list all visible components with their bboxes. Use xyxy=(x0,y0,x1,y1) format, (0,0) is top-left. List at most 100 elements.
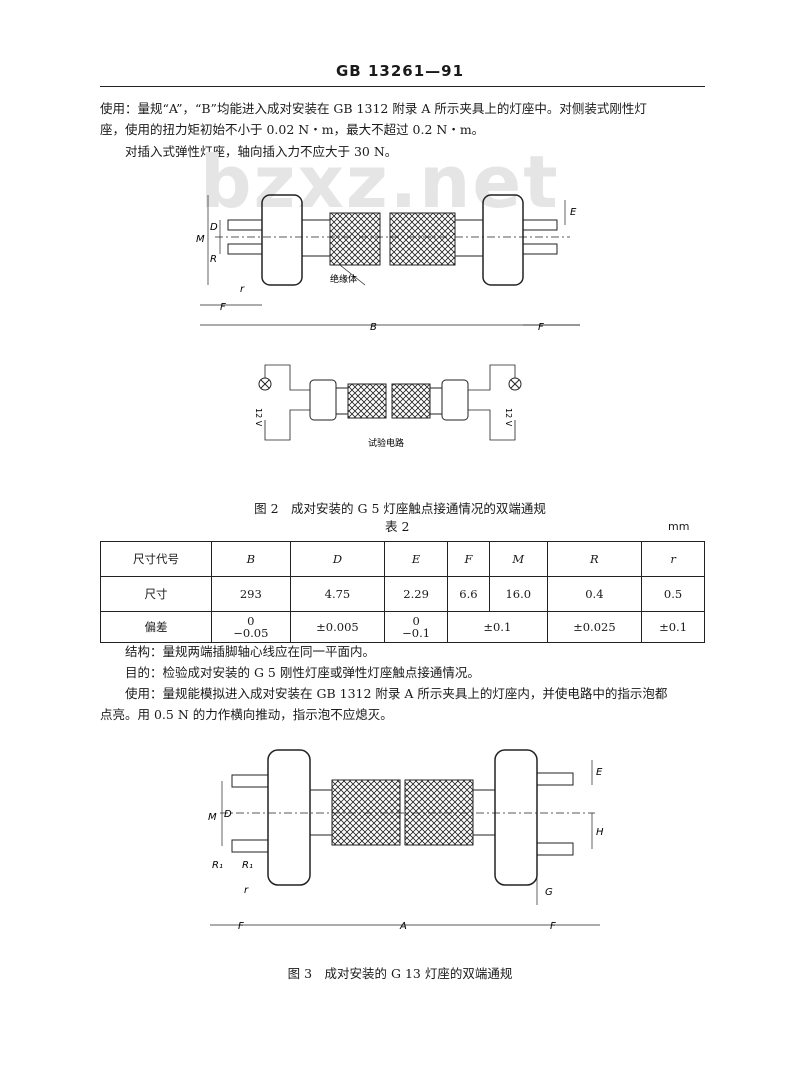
col-header-M: M xyxy=(488,541,548,577)
size-E: 2.29 xyxy=(384,576,448,612)
figure3-caption: 图 3 成对安装的 G 13 灯座的双端通规 xyxy=(287,966,513,981)
tol-B-bottom: −0.05 xyxy=(233,626,269,640)
size-B: 293 xyxy=(211,576,291,612)
left-pin-lower xyxy=(227,243,263,255)
g13-right-pin-lower xyxy=(536,842,574,856)
circuit-label: 试验电路 xyxy=(368,437,404,449)
purpose-text: 目的：检验成对安装的 G 5 刚性灯座或弹性灯座触点接通情况。 xyxy=(125,665,480,680)
label-R: R xyxy=(210,254,217,265)
tol-B: 0 −0.05 xyxy=(211,611,291,643)
size-r: 0.5 xyxy=(641,576,705,612)
g13-label-F-right: F xyxy=(550,921,556,932)
left-pin-upper xyxy=(227,219,263,231)
wire-left-bottom xyxy=(264,409,310,441)
lamp-left-cross-b xyxy=(260,379,270,389)
tol-R: ±0.025 xyxy=(546,611,643,643)
g13-insulator-left xyxy=(331,779,401,846)
usage2-text-line1: 使用：量规能模拟进入成对安装在 GB 1312 附录 A 所示夹具上的灯座内，并… xyxy=(125,686,668,701)
col-header-D: D xyxy=(289,541,386,577)
left-tube-neck xyxy=(301,219,331,257)
label-r: r xyxy=(240,284,245,295)
g13-label-E: E xyxy=(596,767,603,778)
voltage-right: 12 V xyxy=(504,408,513,427)
right-pin-upper xyxy=(522,219,558,231)
g13-left-cap xyxy=(267,749,311,886)
circuit-right-cap xyxy=(441,379,469,421)
indicator-lamp-right xyxy=(508,377,522,391)
g13-right-cap xyxy=(494,749,538,886)
g13-label-M: M xyxy=(208,812,217,823)
g13-label-A: A xyxy=(399,921,407,932)
voltage-left: 12 V xyxy=(254,408,263,427)
right-tube-neck xyxy=(454,219,484,257)
figure2-test-circuit: 12 V 12 V 试验电路 xyxy=(254,364,522,449)
usage-text-line1: 使用：量规“A”，“B”均能进入成对安装在 GB 1312 附录 A 所示夹具上… xyxy=(100,101,647,116)
g13-left-pin-upper xyxy=(231,774,269,788)
g13-left-pin-lower xyxy=(231,839,269,853)
figure2-gauge-drawing: M D R r F B F E 绝缘体 xyxy=(196,194,580,333)
tol-row-label: 偏差 xyxy=(100,611,212,643)
table-size-row: 尺寸 293 4.75 2.29 6.6 16.0 0.4 0.5 xyxy=(100,576,705,612)
col-header-F: F xyxy=(447,541,490,577)
g13-label-F-left: F xyxy=(238,921,244,932)
insulator-left xyxy=(329,212,381,266)
size-D: 4.75 xyxy=(289,576,386,612)
size-row-label: 尺寸 xyxy=(100,576,212,612)
col-header-R: R xyxy=(546,541,643,577)
tol-E-top: 0 xyxy=(412,614,420,628)
figure3-gauge-drawing: M D R₁ R₁ r F A F E H G xyxy=(208,749,604,932)
g13-label-R1-right: R₁ xyxy=(242,860,253,871)
wire-right-top xyxy=(468,364,516,391)
table-header-row: 尺寸代号 B D E F M R r xyxy=(100,541,705,577)
g13-left-neck xyxy=(309,789,333,836)
g13-label-D: D xyxy=(224,809,232,820)
circuit-right-neck xyxy=(429,387,443,415)
tol-E: 0 −0.1 xyxy=(384,611,448,643)
label-F-left: F xyxy=(220,302,226,313)
circuit-insulator-right xyxy=(391,383,431,419)
structure-text: 结构：量规两端插脚轴心线应在同一平面内。 xyxy=(125,644,376,659)
document-header: GB 13261—91 xyxy=(335,62,465,80)
lamp-right-cross-b xyxy=(510,379,520,389)
figure2-caption: 图 2 成对安装的 G 5 灯座触点接通情况的双端通规 xyxy=(254,501,546,516)
label-M: M xyxy=(196,234,205,245)
left-end-cap xyxy=(261,194,303,286)
tol-E-bottom: −0.1 xyxy=(402,626,431,640)
wire-right-bottom xyxy=(468,409,516,441)
wire-left-top xyxy=(264,364,310,391)
tol-D: ±0.005 xyxy=(289,611,386,643)
watermark: bzxz.net xyxy=(200,140,560,224)
tol-B-top: 0 xyxy=(247,614,255,628)
label-D: D xyxy=(210,222,218,233)
label-B: B xyxy=(370,322,377,333)
tol-FM: ±0.1 xyxy=(447,611,548,643)
circuit-insulator-left xyxy=(347,383,387,419)
usage2-text-line2: 点亮。用 0.5 N 的力作横向推动，指示泡不应熄灭。 xyxy=(100,707,393,722)
circuit-left-cap xyxy=(309,379,337,421)
usage-text-line2: 座，使用的扭力矩初始不小于 0.02 N・m，最大不超过 0.2 N・m。 xyxy=(100,122,485,137)
g13-label-G: G xyxy=(545,887,553,898)
circuit-left-neck xyxy=(335,387,349,415)
insulator-leader xyxy=(339,264,366,286)
table-tolerance-row: 偏差 0 −0.05 ±0.005 0 −0.1 ±0.1 ±0.025 ±0.… xyxy=(100,611,705,643)
table-unit: mm xyxy=(668,520,690,533)
g13-right-pin-upper xyxy=(536,772,574,786)
insulator-right xyxy=(389,212,456,266)
dimension-table: 尺寸代号 B D E F M R r 尺寸 293 4.75 2.29 6.6 … xyxy=(100,541,705,643)
header-rule xyxy=(100,86,705,87)
label-F-right: F xyxy=(538,322,544,333)
g13-right-neck xyxy=(472,789,496,836)
g13-insulator-right xyxy=(404,779,474,846)
right-end-cap xyxy=(482,194,524,286)
col-header-B: B xyxy=(211,541,291,577)
usage-text-line3: 对插入式弹性灯座，轴向插入力不应大于 30 N。 xyxy=(125,144,398,159)
indicator-lamp-left xyxy=(258,377,272,391)
size-R: 0.4 xyxy=(546,576,643,612)
size-M: 16.0 xyxy=(488,576,548,612)
tol-r: ±0.1 xyxy=(641,611,705,643)
g13-label-H: H xyxy=(596,827,604,838)
col-header-E: E xyxy=(384,541,448,577)
col-header-r: r xyxy=(641,541,705,577)
g13-label-r: r xyxy=(244,885,249,896)
label-E: E xyxy=(570,207,577,218)
